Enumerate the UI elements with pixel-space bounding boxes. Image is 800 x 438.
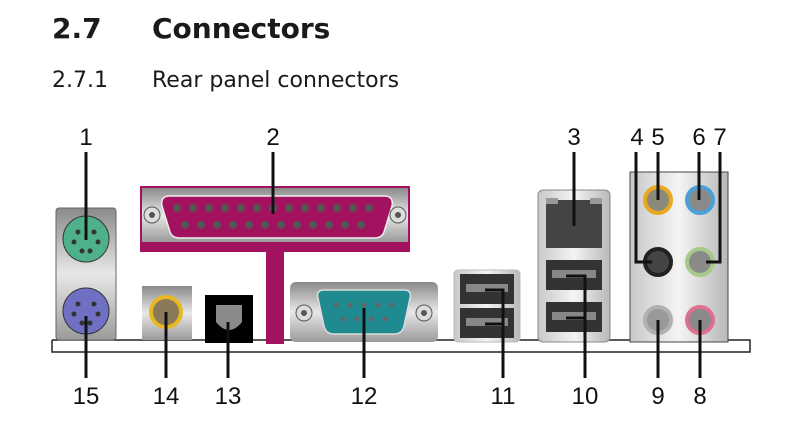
callout-2: 2 [266, 124, 279, 151]
callout-12: 12 [351, 383, 378, 410]
callout-5: 5 [651, 124, 664, 151]
callout-14: 14 [153, 383, 180, 410]
parallel-pin [325, 221, 333, 229]
parallel-pin [341, 221, 349, 229]
optical-spdif-port [205, 295, 253, 343]
parallel-pin [181, 221, 189, 229]
parallel-pin [229, 221, 237, 229]
parallel-pin [205, 204, 213, 212]
callout-3: 3 [567, 124, 580, 151]
audio-jack-block [629, 171, 729, 343]
parallel-pin [245, 221, 253, 229]
parallel-pin [189, 204, 197, 212]
parallel-pin [253, 204, 261, 212]
callout-13: 13 [215, 383, 242, 410]
parallel-pin [365, 204, 373, 212]
parallel-pin [293, 221, 301, 229]
callout-6: 6 [692, 124, 705, 151]
callout-7: 7 [713, 124, 726, 151]
parallel-pin [357, 221, 365, 229]
leader-lines [84, 152, 722, 378]
callout-1: 1 [79, 124, 92, 151]
parallel-pin [237, 204, 245, 212]
callout-4: 4 [630, 124, 643, 151]
callout-8: 8 [693, 383, 706, 410]
callout-9: 9 [651, 383, 664, 410]
parallel-pin [197, 221, 205, 229]
subsection-title: Rear panel connectors [152, 68, 400, 93]
parallel-pin [261, 221, 269, 229]
parallel-pin [213, 221, 221, 229]
parallel-pin [277, 221, 285, 229]
section-title: Connectors [152, 12, 331, 45]
lan-usb-stack [537, 189, 611, 343]
parallel-pin [285, 204, 293, 212]
section-number: 2.7 [52, 12, 102, 45]
subsection-number: 2.7.1 [52, 68, 108, 93]
callout-10: 10 [572, 383, 599, 410]
ps2-connector-block [55, 207, 117, 341]
usb-ports-lower [453, 269, 521, 343]
callout-11: 11 [491, 383, 516, 410]
parallel-pin [333, 204, 341, 212]
parallel-pin [349, 204, 357, 212]
parallel-pin [309, 221, 317, 229]
callout-15: 15 [73, 383, 100, 410]
parallel-port [140, 186, 410, 344]
parallel-pin [301, 204, 309, 212]
parallel-pin [317, 204, 325, 212]
parallel-pin [173, 204, 181, 212]
parallel-pin [221, 204, 229, 212]
